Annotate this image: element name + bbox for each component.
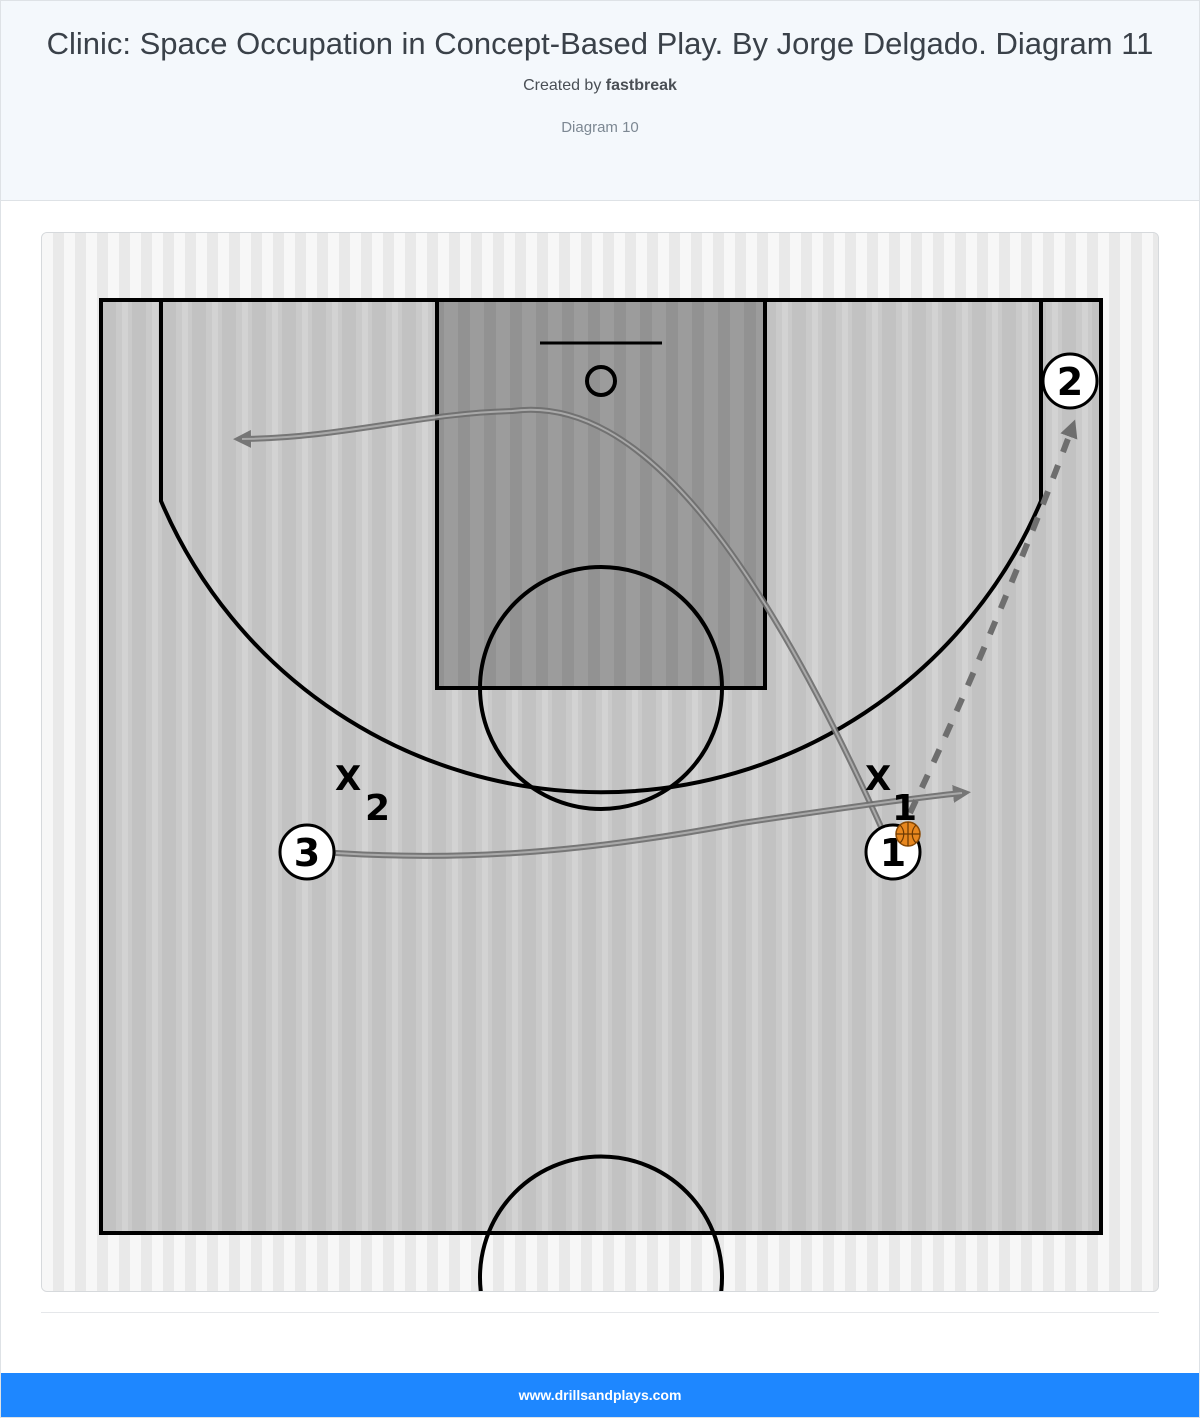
player-3: 3 [278, 823, 336, 881]
author-link[interactable]: fastbreak [605, 77, 677, 94]
play-diagram: X 2 X 1 2 3 1 [41, 232, 1159, 1292]
defender-x1-mark: X [865, 759, 891, 799]
footer: www.drillsandplays.com [1, 1373, 1199, 1417]
defender-x2: X 2 [335, 759, 390, 829]
defender-x2-mark: X [335, 759, 361, 799]
three-point-line [159, 300, 1043, 795]
created-by-label: Created by [523, 77, 602, 94]
header: Clinic: Space Occupation in Concept-Base… [1, 1, 1199, 201]
lane-lines [435, 298, 767, 690]
pass-arrow [907, 419, 1078, 815]
footer-link[interactable]: www.drillsandplays.com [518, 1387, 682, 1403]
free-throw-circle [478, 565, 724, 811]
page-title: Clinic: Space Occupation in Concept-Base… [46, 26, 1154, 61]
player-2-label: 2 [1057, 360, 1083, 404]
defenders: X 2 X 1 [335, 759, 917, 829]
court-svg: X 2 X 1 2 3 1 [42, 233, 1158, 1291]
paint-area [437, 300, 765, 688]
move-arrow-highlight [335, 792, 963, 857]
player-2-circle [1041, 352, 1099, 410]
basketball-icon [895, 821, 921, 847]
player-2: 2 [1041, 352, 1099, 410]
movement-arrows [233, 406, 1078, 859]
player-3-circle [278, 823, 336, 881]
cut-arrow-highlight [241, 408, 883, 830]
divider [41, 1312, 1159, 1313]
center-circle [478, 1154, 724, 1291]
players: 2 3 1 [278, 352, 1099, 881]
created-by: Created by fastbreak [1, 77, 1199, 95]
court-lines [99, 298, 1103, 1291]
defender-x2-number: 2 [365, 788, 390, 829]
player-3-label: 3 [294, 831, 320, 875]
diagram-subtitle: Diagram 10 [561, 119, 639, 136]
hoop [585, 365, 617, 397]
